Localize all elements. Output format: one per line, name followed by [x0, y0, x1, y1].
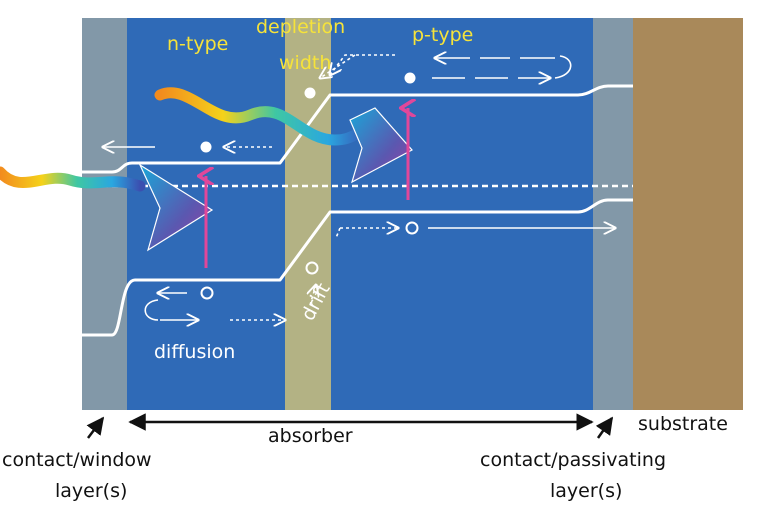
depletion-pointer [320, 54, 356, 78]
substrate-label: substrate [638, 413, 728, 435]
hole-drift-dotted-corner [335, 227, 341, 239]
hole-p-region [405, 221, 419, 235]
contact-passivating-layer [593, 18, 633, 410]
hole-depletion [305, 261, 319, 275]
n-type-label: n-type [167, 33, 228, 55]
depletion-region [285, 18, 331, 410]
photon-wave-left [0, 166, 146, 192]
diffusion-label: diffusion [154, 341, 235, 363]
contact-window-pointer [86, 416, 105, 439]
n-diffusion-loop [144, 299, 159, 321]
p-type-label: p-type [412, 24, 473, 46]
hole-n-region [200, 286, 214, 300]
valence-band [82, 198, 633, 337]
contact-window-label-2: layer(s) [55, 480, 127, 502]
electron-p-region [404, 72, 416, 84]
contact-passivating-pointer [595, 416, 614, 439]
photon-arrowhead-top [349, 107, 413, 184]
electron-depletion [304, 87, 316, 99]
depletion-label-1: depletion [256, 16, 345, 38]
contact-passivating-label-2: layer(s) [550, 480, 622, 502]
absorber-label: absorber [268, 425, 353, 447]
contact-window-layer [82, 18, 127, 410]
contact-window-label-1: contact/window [2, 449, 152, 471]
photon-wave-top [154, 87, 376, 146]
photon-arrowhead-left [138, 163, 214, 252]
electron-n-region [200, 141, 212, 153]
substrate-layer [633, 18, 743, 410]
contact-passivating-label-1: contact/passivating [480, 449, 666, 471]
p-diffusion-loop [554, 55, 572, 79]
depletion-label-2: width [279, 52, 331, 74]
absorber-p-region [331, 18, 593, 410]
